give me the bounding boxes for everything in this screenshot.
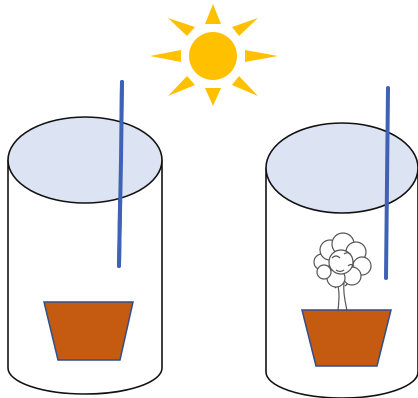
sun-icon [150, 4, 278, 106]
right-glass-rod [386, 88, 388, 278]
tree-icon [314, 233, 371, 311]
right-flower-pot [302, 310, 391, 366]
left-flower-pot [44, 302, 133, 360]
left-glass-rod-front [119, 160, 121, 266]
right-jar-opening [266, 123, 418, 213]
sun-disc [189, 32, 237, 80]
left-jar [8, 82, 162, 394]
left-jar-opening [8, 117, 162, 203]
right-jar [266, 88, 418, 398]
tree-canopy [314, 233, 371, 287]
